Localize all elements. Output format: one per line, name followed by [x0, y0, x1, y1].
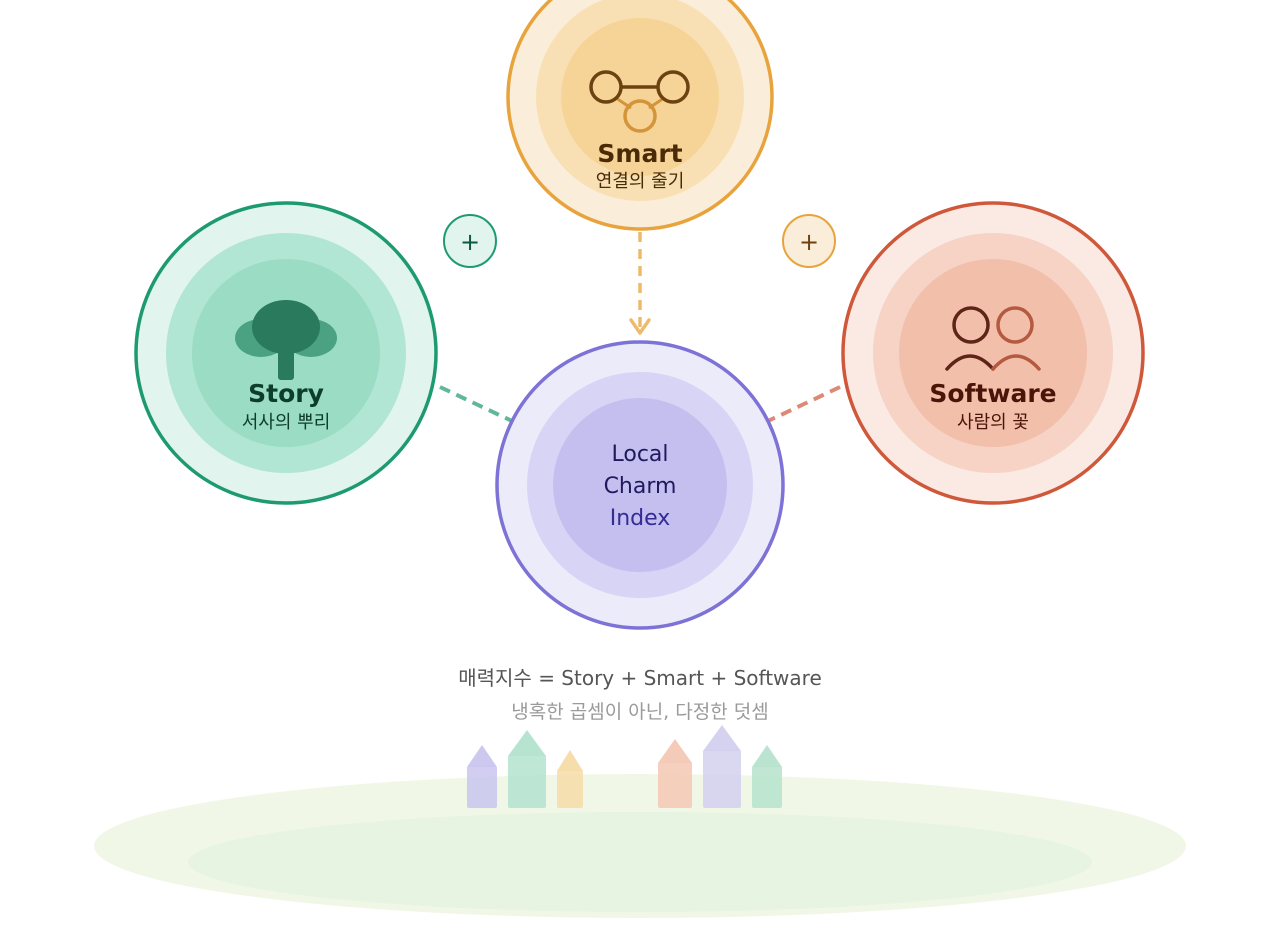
story-subtitle: 서사의 뿌리 [242, 412, 331, 433]
plus-icon [443, 214, 497, 268]
house-icon [658, 739, 692, 808]
plus-right-glyph: + [799, 228, 819, 256]
center-inner-circle [553, 398, 727, 572]
center-label-line2: Charm [604, 474, 677, 499]
ground-inner-ellipse [188, 812, 1092, 912]
house-icon [703, 725, 741, 808]
plus-left-glyph: + [460, 228, 480, 256]
ground-decoration [94, 774, 1186, 918]
software-subtitle: 사람의 꽃 [957, 412, 1029, 433]
software-node: Software 사람의 꽃 [841, 201, 1145, 505]
software-title: Software [929, 379, 1056, 408]
software-inner-circle [899, 259, 1087, 447]
story-title: Story [248, 379, 324, 408]
plus-operator-left: + [443, 214, 497, 268]
center-label-line1: Local [611, 442, 668, 467]
smart-node: Smart 연결의 줄기 [506, 0, 774, 231]
house-icon [752, 745, 782, 808]
village-houses [467, 725, 782, 808]
house-icon [508, 730, 546, 808]
smart-subtitle: 연결의 줄기 [596, 171, 685, 192]
formula-text: 매력지수 = Story + Smart + Software [458, 666, 822, 690]
arrow-head-icon [629, 318, 651, 335]
center-label-line3: Index [610, 506, 671, 531]
people-icon [945, 306, 1041, 371]
smart-inner-circle [561, 18, 719, 176]
plus-icon [782, 214, 836, 268]
house-icon [467, 745, 497, 808]
software-connector-line [767, 385, 841, 423]
caption-text: 냉혹한 곱셈이 아닌, 다정한 덧셈 [511, 701, 768, 723]
smart-title: Smart [597, 139, 682, 168]
tree-icon [235, 300, 337, 380]
house-icon [557, 750, 583, 808]
network-icon [589, 70, 690, 133]
plus-operator-right: + [782, 214, 836, 268]
local-charm-index-node: Local Charm Index [495, 340, 785, 630]
story-connector-line [439, 385, 513, 423]
story-node: Story 서사의 뿌리 [134, 201, 438, 505]
